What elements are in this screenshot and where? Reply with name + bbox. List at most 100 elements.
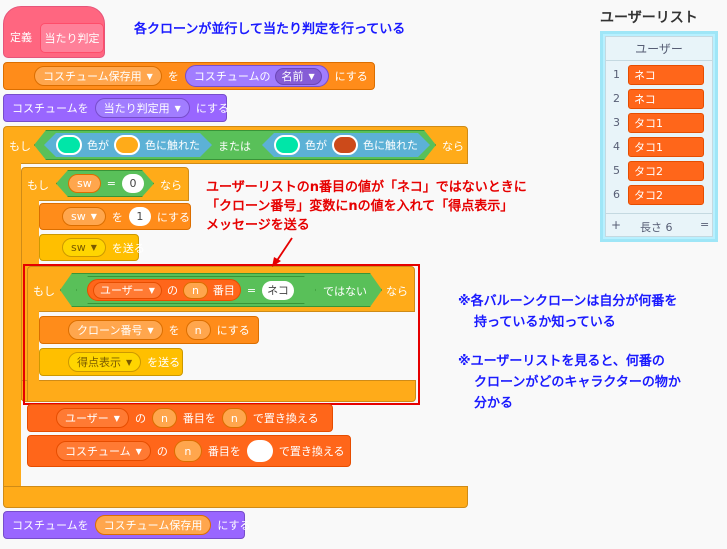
chevron-down-icon: ▼ <box>113 413 120 423</box>
touch1-suffix-label: 色に触れた <box>145 139 200 152</box>
add-item-button[interactable]: + <box>611 218 622 232</box>
user-list-dropdown-2[interactable]: ユーザー▼ <box>56 408 129 428</box>
costume-list-dropdown[interactable]: コスチューム ▼ <box>56 441 151 461</box>
define-keyword: 定義 <box>10 31 32 44</box>
set-costume-var-block[interactable]: コスチューム保存用▼ を コスチュームの 名前▼ にする <box>3 62 375 90</box>
chevron-down-icon: ▼ <box>126 357 133 367</box>
right-annotation-1: ※各バルーンクローンは自分が何番を 持っているか知っている <box>458 291 677 333</box>
costume-reporter[interactable]: コスチュームの 名前▼ <box>184 65 329 87</box>
replace-user-block[interactable]: ユーザー▼ の n 番目を n で置き換える <box>27 404 333 432</box>
list-item[interactable]: タコ1 <box>628 137 704 157</box>
n-reporter-replace-user-label: n <box>160 411 168 425</box>
costume-var-label: コスチューム保存用 <box>43 70 142 83</box>
sw-message-dropdown[interactable]: sw▼ <box>62 238 106 257</box>
define-block-name[interactable]: 当たり判定 <box>40 23 104 53</box>
or-label: または <box>218 140 251 153</box>
set-to-label: を <box>167 70 179 83</box>
list-monitor-panel: ユーザー 1 ネコ 2 ネコ 3 タコ1 4 タコ1 5 タコ2 6 タコ2 +… <box>605 36 713 237</box>
list-item-reporter[interactable]: ユーザー▼ の n 番目 <box>87 279 241 301</box>
color-swatch-2[interactable] <box>114 135 140 155</box>
touch2-suffix-label: 色に触れた <box>363 139 418 152</box>
replace-costume-block[interactable]: コスチューム▼ の n 番目を で置き換える <box>27 435 351 467</box>
equals-operator-sw[interactable]: sw = 0 <box>56 170 154 197</box>
replace-costume-value-input[interactable] <box>246 440 273 462</box>
costume-dropdown[interactable]: 当たり判定用 ▼ <box>94 98 190 118</box>
n-reporter-replace-user[interactable]: n <box>151 408 177 428</box>
list-index: 5 <box>613 164 620 177</box>
red-note-line-2: 「クローン番号」変数にnの値を入れて「得点表示」 <box>206 199 514 214</box>
list-item[interactable]: タコ1 <box>628 113 704 133</box>
set-suffix-label: にする <box>334 70 368 83</box>
n-reporter-replace-costume[interactable]: n <box>173 440 202 462</box>
costume-var-reporter[interactable]: コスチューム保存用 <box>94 515 212 535</box>
sw-reporter[interactable]: sw <box>68 174 101 193</box>
touch2-mid-label: 色が <box>305 139 327 152</box>
n-reporter-clone[interactable]: n <box>185 320 211 340</box>
chevron-down-icon: ▼ <box>135 446 142 456</box>
color-swatch-3[interactable] <box>274 135 300 155</box>
equals-sign: = <box>106 177 116 190</box>
switch-costume-block-1[interactable]: コスチュームを 当たり判定用▼ にする <box>3 94 229 122</box>
replace-user-suffix: で置き換える <box>252 412 319 425</box>
n-reporter[interactable]: n <box>183 282 208 299</box>
right-note-1-line-2: 持っているか知っている <box>474 315 616 330</box>
chevron-down-icon: ▼ <box>148 285 155 295</box>
highlight-box <box>23 264 420 405</box>
if-sw-then: なら <box>160 179 182 192</box>
chevron-down-icon: ▼ <box>308 71 315 81</box>
list-item[interactable]: ネコ <box>628 89 704 109</box>
list-item-label: 番目 <box>212 284 235 297</box>
list-index: 6 <box>613 188 620 201</box>
right-note-1-line-1: ※各バルーンクローンは自分が何番を <box>458 294 678 309</box>
color-swatch-4[interactable] <box>332 135 358 155</box>
sw-set-value-input[interactable]: 1 <box>128 207 151 226</box>
chevron-down-icon: ▼ <box>146 71 153 81</box>
user-list-dropdown[interactable]: ユーザー▼ <box>93 282 162 299</box>
define-hat-block[interactable]: 定義 当たり判定 <box>3 6 105 58</box>
n-reporter-replace-costume-label: n <box>184 444 192 458</box>
if-outer-bottom <box>3 486 468 508</box>
list-item[interactable]: タコ2 <box>628 161 704 181</box>
costume-var-dropdown[interactable]: コスチューム保存用 ▼ <box>34 66 162 86</box>
set-sw-to-label: を <box>111 210 123 224</box>
sw-value-input[interactable]: 0 <box>122 174 144 193</box>
list-item[interactable]: タコ2 <box>628 185 704 205</box>
switch-costume-block-2[interactable]: コスチュームを コスチューム保存用 にする <box>3 511 250 539</box>
list-index: 3 <box>613 116 620 129</box>
replace-costume-mid-label: 番目を <box>207 445 241 458</box>
list-monitor[interactable]: ユーザー 1 ネコ 2 ネコ 3 タコ1 4 タコ1 5 タコ2 6 タコ2 +… <box>600 31 718 242</box>
touching-color-block-2[interactable]: 色が 色に触れた <box>262 133 430 157</box>
chevron-down-icon: ▼ <box>147 325 154 335</box>
broadcast-score-block[interactable]: 得点表示▼ を送る <box>39 348 183 376</box>
color-swatch-1[interactable] <box>56 135 82 155</box>
red-annotation: ユーザーリストのn番目の値が「ネコ」ではないときに 「クローン番号」変数にnの値… <box>206 178 527 235</box>
costume-name-dropdown[interactable]: 名前 ▼ <box>274 67 322 85</box>
chevron-down-icon: ▼ <box>174 103 181 113</box>
touching-color-block-1[interactable]: 色が 色に触れた <box>44 133 212 157</box>
compare-value-input[interactable]: ネコ <box>262 281 294 300</box>
sw-var-dropdown[interactable]: sw▼ <box>62 207 106 226</box>
list-monitor-header: ユーザー <box>606 37 712 61</box>
right-note-2-line-1: ※ユーザーリストを見ると、何番の <box>458 354 665 369</box>
broadcast-sw-block[interactable]: sw▼ を送る <box>39 234 145 261</box>
resize-handle[interactable]: = <box>700 218 710 231</box>
replace-costume-list-label: コスチューム <box>65 445 131 458</box>
right-note-2-line-3: 分かる <box>474 396 514 411</box>
red-note-line-1: ユーザーリストのn番目の値が「ネコ」ではないときに <box>206 180 527 195</box>
set-clone-number-block[interactable]: クローン番号▼ を n にする <box>39 316 259 344</box>
clone-number-dropdown[interactable]: クローン番号▼ <box>68 320 163 340</box>
n-reporter-label: n <box>191 283 199 297</box>
if-sw-bottom <box>21 380 416 402</box>
if-outer-arm <box>3 163 21 493</box>
if-list-keyword: もし <box>33 285 55 298</box>
equals-operator-list[interactable]: ユーザー▼ の n 番目 = ネコ <box>76 276 316 304</box>
equals-sign: = <box>246 283 257 297</box>
n-reporter-replace-user-value[interactable]: n <box>221 408 247 428</box>
list-item[interactable]: ネコ <box>628 65 704 85</box>
score-message-dropdown[interactable]: 得点表示▼ <box>68 352 142 372</box>
costume-dropdown-label: 当たり判定用 <box>103 102 170 115</box>
costume-name-label: 名前 <box>281 70 304 83</box>
sw-message-label: sw <box>71 241 86 254</box>
set-sw-block[interactable]: sw▼ を 1 にする <box>39 203 191 230</box>
not-label: ではない <box>323 285 367 298</box>
